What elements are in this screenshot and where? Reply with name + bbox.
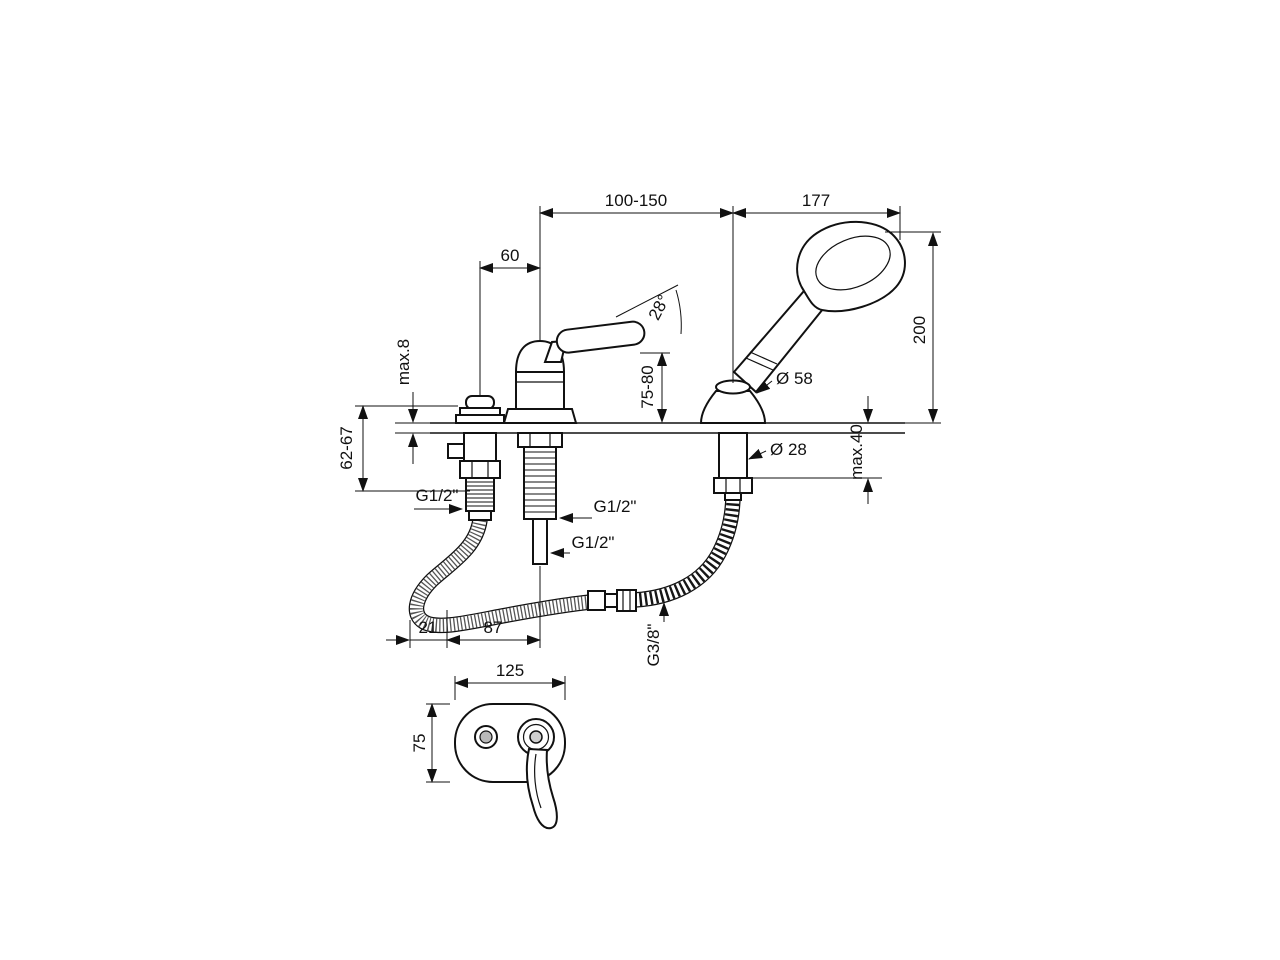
mixer-threaded-shank (523, 446, 557, 520)
valve-side-port (447, 443, 465, 459)
dim-label-g38: G3/8" (644, 624, 663, 667)
dim-label-62-67: 62-67 (337, 426, 356, 469)
shower-holder (699, 379, 767, 501)
mixer-bottom-tube (532, 518, 548, 565)
holder-cone (699, 390, 767, 424)
mixer-body (515, 371, 565, 410)
valve-thread-lines (466, 481, 494, 507)
dim-label-21: 21 (419, 618, 438, 637)
holder-nut (713, 477, 753, 494)
hand-shower (732, 220, 906, 394)
dim-label-g12-center: G1/2" (594, 497, 637, 516)
mixer-collar (517, 432, 563, 448)
holder-tube (718, 432, 748, 479)
handle-band (745, 351, 778, 371)
angle-annotation (615, 284, 682, 335)
dim-label-dia28: Ø 28 (770, 440, 807, 459)
dim-label-200: 200 (910, 316, 929, 344)
diverter-button-inner (479, 730, 493, 744)
valve-body-below (463, 432, 497, 462)
spray-face (815, 235, 891, 291)
valve-hex-nut (459, 460, 501, 479)
dim-label-87: 87 (484, 618, 503, 637)
dim-label-dia58: Ø 58 (776, 369, 813, 388)
dim-label-75-80: 75-80 (638, 365, 657, 408)
flex-hose-braided (408, 518, 593, 634)
mixer (502, 320, 646, 565)
trim-lever-detail (534, 753, 542, 809)
lever-handle (555, 320, 646, 354)
dim-label-60: 60 (501, 246, 520, 265)
dim-label-max40: max.40 (847, 424, 866, 480)
left-valve (447, 395, 505, 521)
dim-label-177: 177 (802, 191, 830, 210)
valve-hose-nut (468, 510, 492, 521)
hand-shower-head (796, 220, 906, 313)
mixer-base (502, 408, 578, 424)
hose-connector (587, 589, 637, 612)
dimension-lines (358, 208, 938, 783)
mixer-thread-lines (524, 451, 556, 513)
flex-hose-corrugated (633, 493, 741, 608)
dim-label-125: 125 (496, 661, 524, 680)
trim-ring-inner (529, 730, 543, 744)
dim-label-100-150: 100-150 (605, 191, 667, 210)
front-view (408, 220, 906, 634)
dim-label-g12-left: G1/2" (416, 486, 459, 505)
dim-label-max8: max.8 (394, 339, 413, 385)
bottom-view (454, 703, 566, 830)
dim-label-g12-bottom: G1/2" (572, 533, 615, 552)
dim-label-75: 75 (410, 734, 429, 753)
